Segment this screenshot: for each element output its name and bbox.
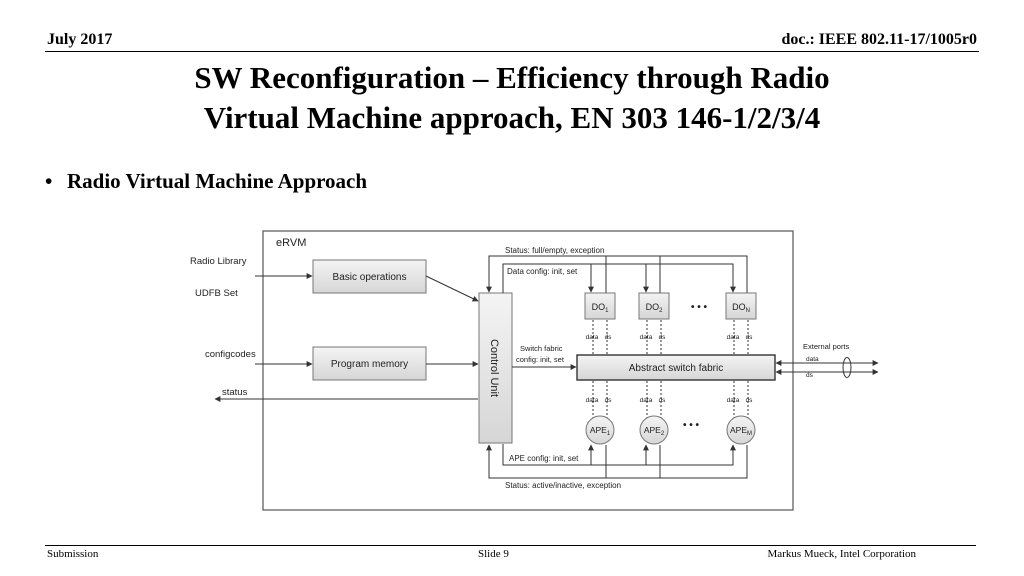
radio-library-label: Radio Library xyxy=(190,256,247,267)
do2-ds-label: ds xyxy=(659,334,667,341)
basic-operations-block xyxy=(312,259,427,294)
footer-submission: Submission xyxy=(47,548,99,560)
do-ellipsis: • • • xyxy=(691,302,708,313)
do-connectors xyxy=(592,320,749,354)
do2-label: DO2 xyxy=(646,302,664,314)
external-data-label: data xyxy=(806,356,819,363)
header-date: July 2017 xyxy=(47,31,113,48)
data-config-bus xyxy=(502,263,736,293)
status-top-bus xyxy=(486,255,748,293)
bullet-dot-icon: • xyxy=(45,169,53,193)
do2-data-label: data xyxy=(640,334,653,341)
title-line-2: Virtual Machine approach, EN 303 146-1/2… xyxy=(203,100,821,135)
external-ports-label: External ports xyxy=(803,342,850,351)
apem-node xyxy=(726,415,756,445)
ervm-diagram: eRVM Basic operations Program memory Con… xyxy=(190,230,879,511)
program-memory-block xyxy=(312,346,427,381)
ape2-ds-label: ds xyxy=(659,397,667,404)
control-unit-label: Control Unit xyxy=(488,339,500,397)
switch-config-label-2: config: init, set xyxy=(516,355,565,364)
don-label: DON xyxy=(732,302,750,314)
do1-label: DO1 xyxy=(592,302,610,314)
switch-config-label-1: Switch fabric xyxy=(520,344,563,353)
ape2-data-label: data xyxy=(640,397,653,404)
ape1-node xyxy=(585,415,615,445)
footer-slide-number: Slide 9 xyxy=(478,548,509,560)
status-label: status xyxy=(222,387,248,398)
ervm-label: eRVM xyxy=(276,237,306,249)
ape2-label: APE2 xyxy=(644,425,665,437)
don-ds-label: ds xyxy=(746,334,754,341)
apem-label: APEM xyxy=(730,425,752,437)
ape2-node xyxy=(639,415,669,445)
switch-fabric-block xyxy=(576,354,776,381)
bullet-item: • Radio Virtual Machine Approach xyxy=(45,169,367,194)
external-ports-bundle xyxy=(842,357,852,378)
slide-title: SW Reconfiguration – Efficiency through … xyxy=(0,58,1024,138)
basic-ops-to-cu xyxy=(425,275,479,302)
footer-divider xyxy=(45,545,976,546)
footer-author: Markus Mueck, Intel Corporation xyxy=(767,548,916,560)
ape-config-label: APE config: init, set xyxy=(509,454,579,463)
header-doc-id: doc.: IEEE 802.11-17/1005r0 xyxy=(781,31,977,48)
bullet-text: Radio Virtual Machine Approach xyxy=(67,169,368,193)
title-line-1: SW Reconfiguration – Efficiency through … xyxy=(194,60,830,95)
do1-data-label: data xyxy=(586,334,599,341)
do1-ds-label: ds xyxy=(605,334,613,341)
ape1-ds-label: ds xyxy=(605,397,613,404)
configcodes-label: configcodes xyxy=(205,349,256,360)
header-divider xyxy=(45,51,979,52)
udfb-set-label: UDFB Set xyxy=(195,288,238,299)
status-bottom-label: Status: active/inactive, exception xyxy=(505,481,621,490)
control-unit-block xyxy=(478,292,513,444)
ape1-data-label: data xyxy=(586,397,599,404)
don-data-label: data xyxy=(727,334,740,341)
status-bottom-bus xyxy=(486,444,748,479)
ape1-label: APE1 xyxy=(590,425,611,437)
do2-block xyxy=(638,292,670,320)
apem-ds-label: ds xyxy=(746,397,754,404)
apem-data-label: data xyxy=(727,397,740,404)
status-top-label: Status: full/empty, exception xyxy=(505,246,604,255)
switch-fabric-label: Abstract switch fabric xyxy=(629,363,723,374)
do1-block xyxy=(584,292,616,320)
data-config-label: Data config: init, set xyxy=(507,267,578,276)
program-memory-label: Program memory xyxy=(331,359,408,370)
basic-operations-label: Basic operations xyxy=(333,272,407,283)
external-ds-label: ds xyxy=(806,372,814,379)
ape-config-bus xyxy=(502,444,736,466)
ape-ellipsis: • • • xyxy=(683,420,700,431)
don-block xyxy=(725,292,757,320)
